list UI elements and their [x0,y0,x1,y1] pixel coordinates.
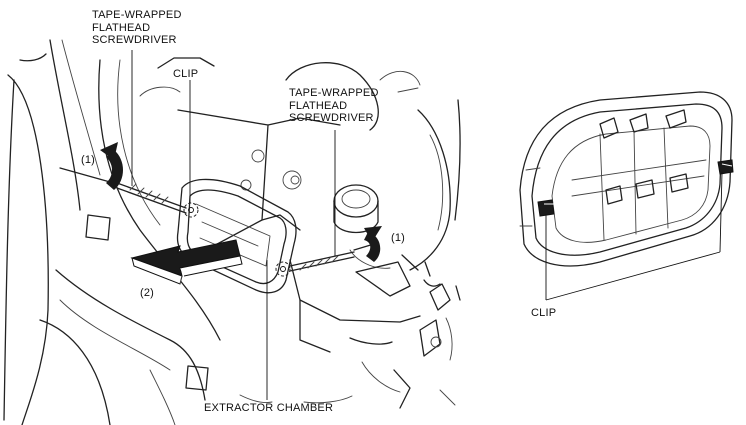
clip-top-label: CLIP [173,68,199,80]
rotate-arrow-icon [100,142,123,190]
clip-right-label: CLIP [531,307,557,319]
clip-icon [717,159,734,175]
screwdriver-right-label-line3: SCREWDRIVER [289,112,374,124]
upper-body-panel [139,57,461,409]
extractor-chamber-left [176,178,297,294]
pull-arrow-icon [130,239,243,285]
screwdriver-right-label-line2: FLATHEAD [289,99,348,112]
rotate-arrow-icon [364,226,382,262]
step-2-label: (2) [140,287,155,299]
screwdriver-left-label-line1: TAPE-WRAPPED [92,9,182,21]
screwdriver-right-label: TAPE-WRAPPED FLATHEAD SCREWDRIVER [289,87,379,125]
leader-lines-right [545,171,723,301]
extractor-chamber-label: EXTRACTOR CHAMBER [204,402,334,414]
screwdriver-left-label-line3: SCREWDRIVER [92,34,177,46]
vehicle-body-outline [3,39,221,425]
step-1-left-label: (1) [81,154,96,166]
screwdriver-left-label: TAPE-WRAPPED FLATHEAD SCREWDRIVER [92,9,182,47]
clip-icon [537,199,557,217]
screwdriver-left [59,167,187,214]
screwdriver-right [289,243,375,272]
screwdriver-left-label-line2: FLATHEAD [92,21,151,34]
extractor-chamber-detail [519,91,734,267]
screwdriver-right-label-line1: TAPE-WRAPPED [289,87,379,99]
step-1-right-label: (1) [391,232,406,244]
leader-lines-left [131,50,336,400]
